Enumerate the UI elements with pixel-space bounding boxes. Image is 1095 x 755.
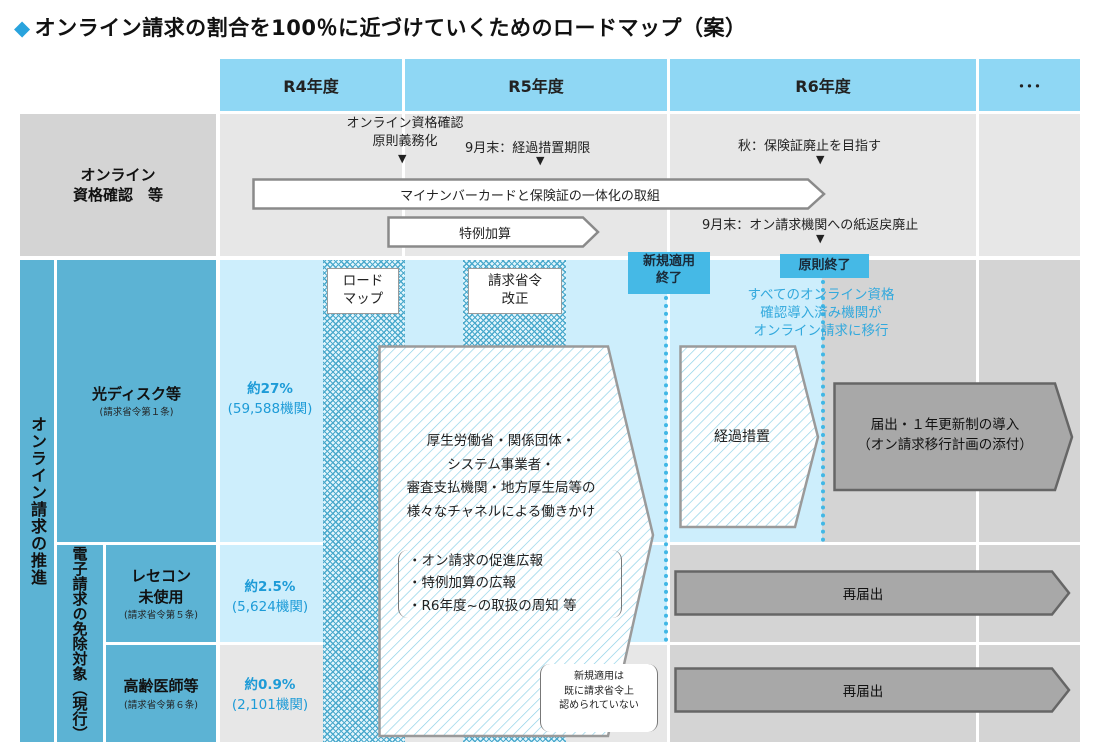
triangle-down-icon: ▼ (816, 232, 825, 245)
header-r6: R6年度 (670, 59, 976, 111)
milestone-paper-return-abolition: 9月末：オン請求機関への紙返戻廃止 (702, 218, 919, 233)
tag-new-line2: 終了 (655, 270, 682, 286)
bullet-2: ・特例加算の広報 (408, 575, 516, 592)
pct-elderly-count: (2,101機関) (231, 696, 309, 713)
arrow-channels-text: 厚生労働省・関係団体・ システム事業者・ 審査支払機関・地方厚生局等の 様々なチ… (385, 430, 617, 525)
notify-line2: （オン請求移行計画の添付） (857, 436, 1033, 453)
notify-line1: 届出・１年更新制の導入 (870, 417, 1020, 433)
pct-receipt-value: 約2.5% (244, 579, 296, 595)
roadmap-line2: マップ (342, 291, 384, 308)
row-elderly-sub: (請求省令第６条) (124, 699, 198, 711)
row-receipt-label-line1: レセコン (130, 567, 191, 586)
pct-receipt: 約2.5% (5,624機関) (220, 578, 320, 617)
pct-receipt-count: (5,624機関) (231, 598, 309, 615)
note-line1: 新規適用は (574, 671, 624, 682)
channels-line3: 審査支払機関・地方厚生局等の (406, 480, 596, 497)
dotted-line-principle-end (821, 280, 825, 542)
pct-optical: 約27% (59,588機関) (220, 380, 320, 419)
arrow-notification-text: 届出・１年更新制の導入 （オン請求移行計画の添付） (836, 416, 1054, 455)
title-text: オンライン請求の割合を100％に近づけていくためのロードマップ（案） (34, 16, 747, 40)
bullet-list: ・オン請求の促進広報 ・特例加算の広報 ・R6年度~の取扱の周知 等 (408, 550, 577, 617)
title-diamond-icon: ◆ (14, 16, 31, 40)
note-line3: 認められていない (559, 700, 639, 711)
channels-line4: 様々なチャネルによる働きかけ (406, 503, 596, 520)
row-receipt-sub: (請求省令第５条) (124, 609, 198, 621)
row-optical-sub: (請求省令第１条) (99, 407, 174, 419)
triangle-down-icon: ▼ (536, 154, 545, 167)
arrow-renotify-elderly-label: 再届出 (842, 684, 884, 700)
pct-optical-value: 約27% (247, 381, 293, 397)
bullet-1: ・オン請求の促進広報 (408, 553, 543, 569)
row-label-optical-disk: 光ディスク等 (請求省令第１条) (57, 260, 216, 542)
row-label-no-receipt-computer: レセコン未使用 (請求省令第５条) (106, 545, 216, 642)
pct-elderly: 約0.9% (2,101機関) (220, 676, 320, 715)
channels-line2: システム事業者・ (447, 456, 555, 473)
row-receipt-label-line2: 未使用 (138, 587, 184, 606)
tag-principle-end: 原則終了 (780, 254, 869, 278)
side-label-exemption: 電子請求の免除対象（現行） (57, 545, 103, 742)
arrow-special-addition-label: 特例加算 (458, 226, 511, 242)
milestone-obligation-line1: オンライン資格確認 (346, 116, 464, 131)
tag-new-application-end: 新規適用終了 (628, 252, 710, 294)
row1-more (979, 114, 1080, 256)
milestone-obligation: オンライン資格確認 原則義務化 (334, 115, 476, 150)
triangle-down-icon: ▼ (398, 152, 407, 165)
roadmap-label: ロードマップ (327, 268, 399, 314)
dotted-line-new-end (664, 296, 668, 642)
row-optical-label: 光ディスク等 (92, 384, 181, 403)
side-label-online-billing: オンライン請求の推進 (20, 260, 54, 742)
arrow-renotify-receipt-label: 再届出 (842, 587, 884, 603)
arrow-mynumber (252, 178, 826, 210)
bullet-bracket (398, 550, 622, 618)
note-all-line2: 確認導入済み機関が (760, 305, 882, 322)
side-label-exemption-text: 電子請求の免除対象（現行） (70, 546, 89, 741)
arrow-notification (833, 382, 1074, 492)
note-all-migrate: すべてのオンライン資格 確認導入済み機関が オンライン請求に移行 (726, 286, 916, 341)
arrow-renotify-elderly (674, 667, 1071, 713)
arrow-channels (378, 345, 655, 738)
ordinance-line1: 請求省令 (488, 273, 542, 289)
note-new-application-text: 新規適用は 既に請求省令上 認められていない (540, 670, 658, 714)
milestone-transition-deadline: 9月末：経過措置期限 (465, 141, 591, 156)
note-new-application (540, 664, 658, 732)
roadmap-line1: ロード (342, 273, 384, 289)
note-line2: 既に請求省令上 (564, 685, 634, 697)
arrow-transition (679, 345, 820, 529)
arrow-renotify-receipt (674, 570, 1071, 616)
row1-label-line2: 資格確認 等 (72, 186, 163, 204)
milestone-obligation-line2: 原則義務化 (372, 133, 438, 149)
channels-line1: 厚生労働省・関係団体・ (426, 433, 576, 449)
pct-elderly-value: 約0.9% (244, 677, 296, 693)
arrow-special-addition (387, 216, 600, 248)
header-r5: R5年度 (405, 59, 667, 111)
side-label-text: オンライン請求の推進 (28, 416, 47, 586)
milestone-insurance-card-abolition: 秋：保険証廃止を目指す (738, 139, 882, 154)
triangle-down-icon: ▼ (816, 153, 825, 166)
row-online-qualification-label: オンライン資格確認 等 (20, 114, 216, 256)
arrow-mynumber-label: マイナンバーカードと保険証の一体化の取組 (400, 188, 660, 204)
page-title: ◆オンライン請求の割合を100％に近づけていくためのロードマップ（案） (14, 12, 747, 42)
bullet-3: ・R6年度~の取扱の周知 等 (408, 597, 577, 614)
tag-new-line1: 新規適用 (642, 254, 695, 269)
note-all-line3: オンライン請求に移行 (753, 323, 889, 340)
row-label-elderly-doctor: 高齢医師等 (請求省令第６条) (106, 645, 216, 742)
ordinance-line2: 改正 (501, 291, 529, 308)
row1-label-line1: オンライン (80, 165, 156, 184)
pct-optical-count: (59,588機関) (227, 400, 313, 417)
row-elderly-label: 高齢医師等 (123, 677, 199, 696)
note-all-line1: すべてのオンライン資格 (747, 287, 895, 303)
header-r4: R4年度 (220, 59, 402, 111)
ordinance-label: 請求省令改正 (468, 268, 562, 314)
header-more: ･･･ (979, 59, 1080, 111)
arrow-transition-label: 経過措置 (714, 429, 770, 445)
